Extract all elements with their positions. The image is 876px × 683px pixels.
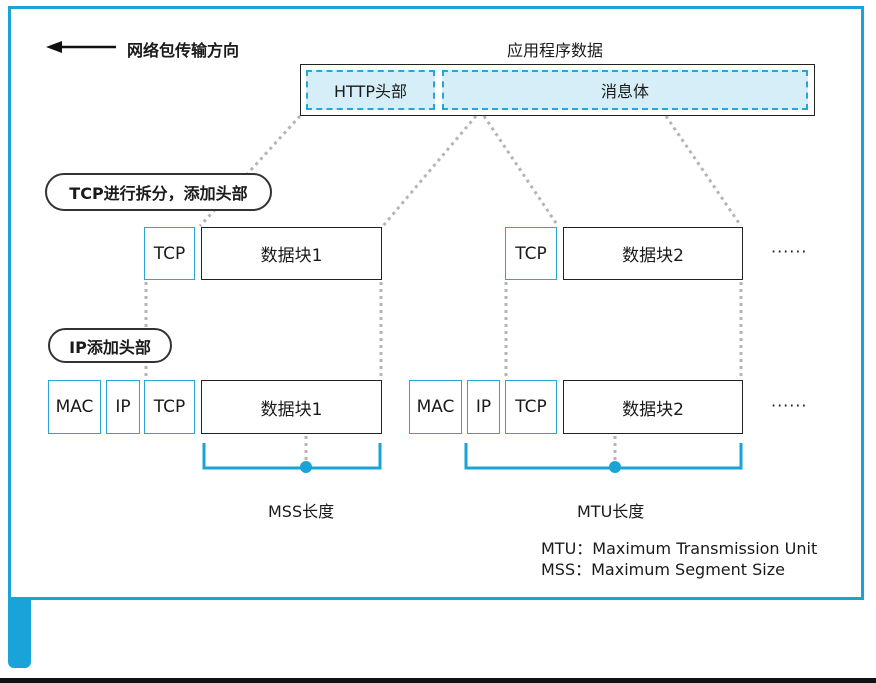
ip-header-2: IP [467,380,500,434]
mac-header-1: MAC [48,380,101,434]
message-body-box: 消息体 [442,70,808,110]
mss-bracket [202,443,382,470]
tcp-header-1: TCP [144,227,195,280]
mtu-dot [609,461,621,473]
legend-mtu: MTU：Maximum Transmission Unit [541,539,818,558]
data-chunk-4: 数据块2 [563,380,743,434]
frame-tab [8,598,31,668]
ellipsis-1: ······ [771,242,808,261]
tcp-header-2: TCP [505,227,557,280]
ip-header-1: IP [106,380,140,434]
mss-label: MSS长度 [268,502,335,521]
mtu-bracket [464,443,743,470]
mtu-label: MTU长度 [577,502,645,521]
ip-step-pill: IP添加头部 [48,328,172,363]
ellipsis-2: ······ [771,396,808,415]
app-data-label: 应用程序数据 [507,41,604,60]
tcp-header-3: TCP [144,380,195,434]
mss-dot [300,461,312,473]
http-header-box: HTTP头部 [306,70,435,110]
data-chunk-2: 数据块2 [563,227,743,280]
legend-mss: MSS：Maximum Segment Size [541,560,785,579]
direction-label: 网络包传输方向 [127,41,240,60]
tcp-header-4: TCP [505,380,557,434]
tcp-step-pill: TCP进行拆分，添加头部 [45,173,272,211]
direction-arrow-head [46,41,62,53]
data-chunk-3: 数据块1 [201,380,382,434]
bottom-strip [0,678,876,683]
mac-header-2: MAC [409,380,462,434]
data-chunk-1: 数据块1 [201,227,382,280]
